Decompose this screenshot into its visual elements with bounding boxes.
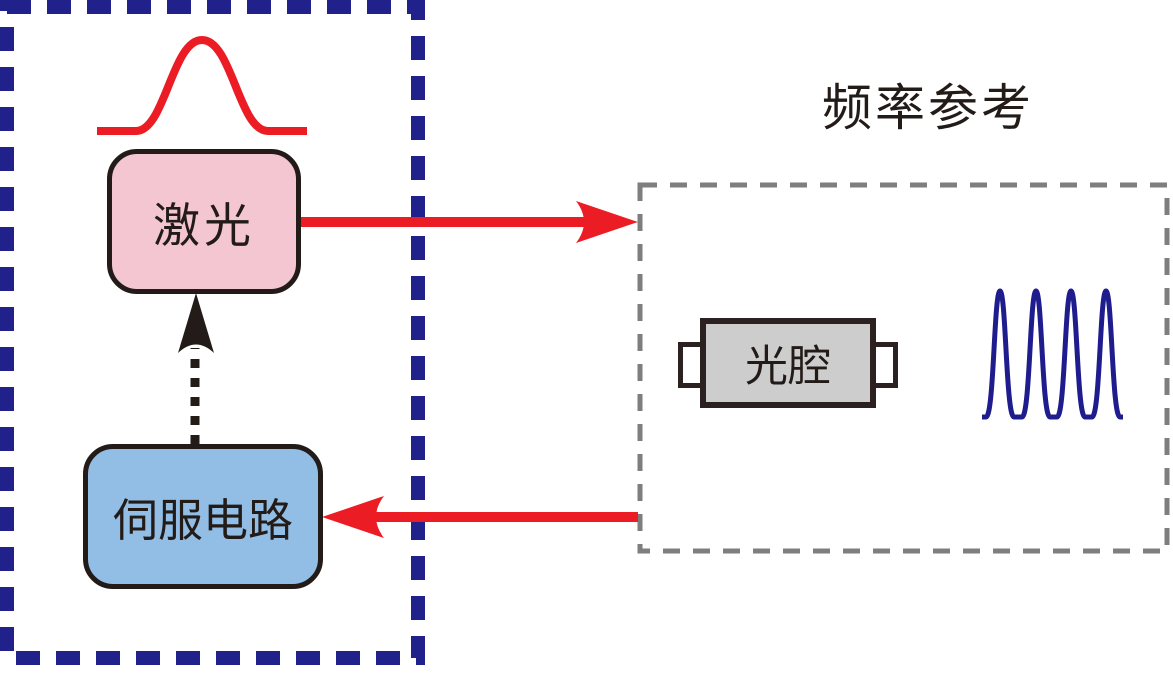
laser-gaussian-lineshape-icon <box>97 35 307 135</box>
servo-to-laser-arrowhead-icon <box>178 293 214 353</box>
frequency-reference-dashed-border <box>637 182 1170 554</box>
cavity-body: 光腔 <box>700 318 876 408</box>
servo-circuit-label: 伺服电路 <box>112 494 293 547</box>
cavity-to-servo-arrowhead-icon <box>322 496 384 538</box>
laser-label: 激光 <box>153 199 255 254</box>
laser-to-cavity-arrowhead-icon <box>576 201 638 243</box>
servo-circuit-node: 伺服电路 <box>83 444 323 589</box>
optical-cavity-node: 光腔 <box>676 318 900 410</box>
laser-system-dashed-border <box>0 0 425 665</box>
laser-node: 激光 <box>107 149 301 294</box>
cavity-transmission-peaks-icon <box>982 288 1123 420</box>
cavity-label: 光腔 <box>745 342 831 392</box>
frequency-reference-title: 频率参考 <box>822 79 1034 137</box>
